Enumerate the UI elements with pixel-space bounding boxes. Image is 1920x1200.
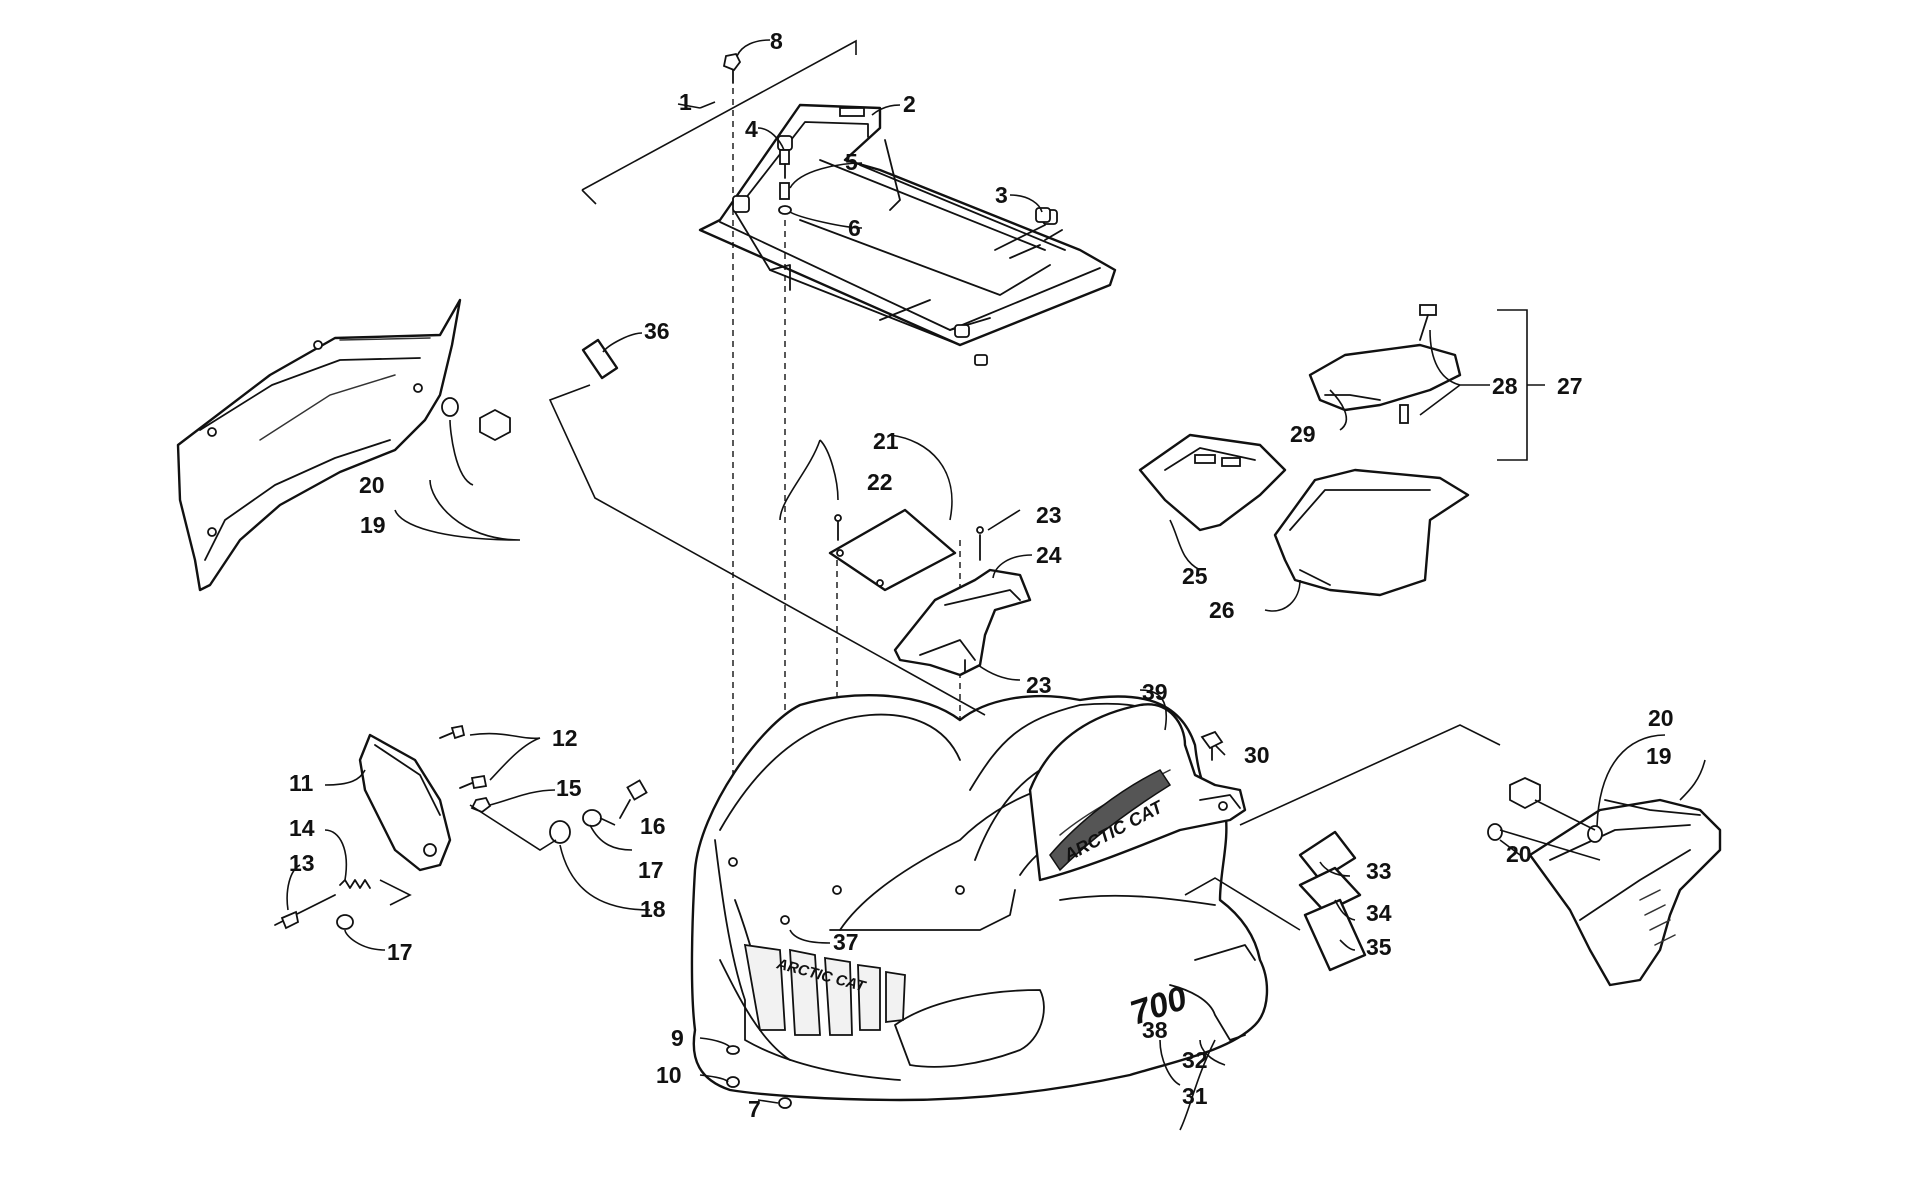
right-side-panel [1528, 798, 1722, 987]
callout-35: 35 [1366, 934, 1392, 960]
latch-28a [1419, 304, 1437, 316]
rack-mount-3 [1035, 207, 1051, 223]
screw-8 [722, 52, 742, 72]
callout-16: 16 [640, 813, 666, 839]
grommet-18 [549, 820, 571, 844]
callout-14: 14 [289, 815, 315, 841]
latch-28b [1399, 404, 1409, 424]
callout-20a: 20 [359, 472, 385, 498]
callout-38: 38 [1142, 1017, 1168, 1043]
side-panel-left [176, 298, 462, 592]
callout-1: 1 [679, 89, 692, 115]
callout-36: 36 [644, 318, 670, 344]
lid-29 [1308, 343, 1462, 412]
callout-9: 9 [671, 1025, 684, 1051]
callout-11: 11 [289, 770, 314, 796]
callout-12: 12 [552, 725, 578, 751]
front-rack-assembly [581, 39, 1117, 366]
callout-26: 26 [1209, 597, 1235, 623]
screw-12b [470, 774, 488, 790]
callout-7: 7 [748, 1096, 761, 1122]
liner-25 [1138, 433, 1287, 532]
bolt-4 [779, 149, 790, 165]
callout-19a: 19 [360, 512, 386, 538]
decal-21 [828, 508, 957, 592]
callout-20b: 20 [1648, 705, 1674, 731]
callout-31: 31 [1182, 1083, 1208, 1109]
spacer-5 [779, 182, 790, 200]
callout-2: 2 [903, 91, 916, 117]
callout-25: 25 [1182, 563, 1208, 589]
callout-23b: 23 [1026, 672, 1052, 698]
front-rack [698, 103, 1117, 347]
spring-14 [339, 879, 371, 889]
rack-bracket-line [581, 39, 857, 191]
callout-33: 33 [1366, 858, 1392, 884]
bolt-16 [626, 779, 648, 801]
callout-5: 5 [845, 149, 858, 175]
callout-13: 13 [289, 850, 315, 876]
decal-34 [1298, 866, 1362, 914]
callout-15: 15 [556, 775, 582, 801]
callout-24: 24 [1036, 542, 1062, 568]
washer-9 [726, 1045, 740, 1055]
screw-12a [450, 724, 466, 740]
callout-34: 34 [1366, 900, 1392, 926]
nut-15 [470, 796, 492, 814]
callout-32: 32 [1182, 1047, 1208, 1073]
nut-10 [726, 1076, 740, 1088]
decal-35 [1303, 898, 1367, 972]
decal-36 [581, 338, 619, 380]
callout-21: 21 [873, 428, 899, 454]
callout-29: 29 [1290, 421, 1316, 447]
callout-18: 18 [640, 896, 666, 922]
rivet-30 [1200, 730, 1224, 750]
grommet-20-right [1487, 823, 1503, 841]
nut-7 [778, 1097, 792, 1109]
grommet-20-right2 [1587, 825, 1603, 843]
grommet-20-left [441, 397, 459, 417]
left-side-panel [176, 298, 462, 592]
callout-39: 39 [1142, 679, 1168, 705]
callout-30: 30 [1244, 742, 1270, 768]
bracket-11 [358, 733, 452, 872]
washer-17a [582, 809, 602, 827]
callout-28: 28 [1492, 373, 1518, 399]
decal-39 [1049, 769, 1172, 872]
storage-box-assembly [1138, 304, 1545, 597]
rack-hardware [722, 52, 1051, 223]
side-panel-right [1528, 798, 1722, 987]
callout-17a: 17 [638, 857, 664, 883]
callout-23a: 23 [1036, 502, 1062, 528]
callout-3: 3 [995, 182, 1008, 208]
callout-4: 4 [745, 116, 758, 142]
callout-labels: 1 2 3 4 5 6 7 8 9 10 11 12 13 14 15 16 1… [289, 28, 1674, 1122]
push-nut-left [479, 408, 511, 442]
headlight-right [894, 989, 1045, 1068]
headlight-bracket-assembly [274, 724, 648, 930]
callout-22: 22 [867, 469, 893, 495]
callout-8: 8 [770, 28, 783, 54]
rack-label-plate [839, 107, 865, 117]
callout-37: 37 [833, 929, 859, 955]
nut-6 [778, 205, 792, 215]
callout-10: 10 [656, 1062, 682, 1088]
cover-24 [893, 568, 1032, 677]
leader-lines [286, 39, 1706, 1131]
box-26 [1273, 468, 1470, 597]
callout-20c: 20 [1506, 841, 1532, 867]
callout-27: 27 [1557, 373, 1583, 399]
push-nut-right [1509, 777, 1541, 810]
washer-17b [336, 914, 354, 930]
callout-19b: 19 [1646, 743, 1672, 769]
callout-17b: 17 [387, 939, 413, 965]
callout-6: 6 [848, 215, 861, 241]
decal-33 [1298, 830, 1357, 882]
front-grille [743, 943, 906, 1036]
